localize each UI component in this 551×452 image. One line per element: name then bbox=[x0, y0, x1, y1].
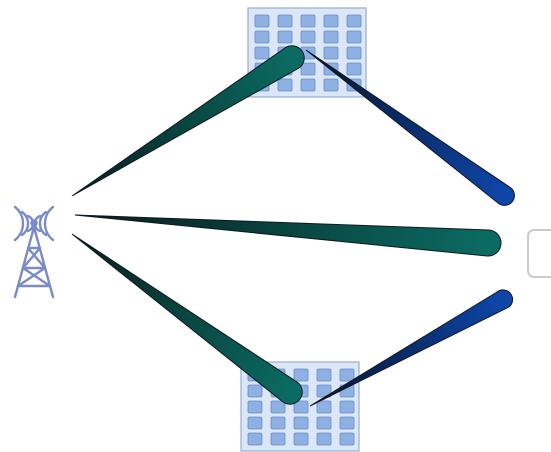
reflective-element bbox=[300, 30, 316, 44]
reflective-element bbox=[247, 400, 263, 414]
reflective-element bbox=[339, 432, 355, 446]
reflective-element bbox=[270, 432, 286, 446]
reflective-element bbox=[293, 368, 309, 382]
reflective-element bbox=[300, 78, 316, 92]
reflective-element bbox=[293, 432, 309, 446]
reflective-element bbox=[346, 62, 362, 76]
reflective-element bbox=[247, 416, 263, 430]
beam-ris-bottom-to-receiver bbox=[309, 289, 514, 407]
reflective-element bbox=[254, 46, 270, 60]
reflective-element bbox=[247, 432, 263, 446]
reflective-element bbox=[254, 30, 270, 44]
reflective-element bbox=[293, 400, 309, 414]
reflective-element bbox=[316, 432, 332, 446]
reflective-element bbox=[316, 400, 332, 414]
reflective-element bbox=[339, 416, 355, 430]
reflective-element bbox=[254, 14, 270, 28]
reflective-element bbox=[339, 368, 355, 382]
reflective-element bbox=[247, 384, 263, 398]
reflective-element bbox=[293, 416, 309, 430]
reflective-element bbox=[277, 14, 293, 28]
reflective-element bbox=[339, 400, 355, 414]
reflective-element bbox=[323, 78, 339, 92]
reflective-element bbox=[323, 46, 339, 60]
reflective-element bbox=[316, 416, 332, 430]
reflective-element bbox=[346, 30, 362, 44]
reflective-element bbox=[300, 62, 316, 76]
reflective-element bbox=[270, 400, 286, 414]
smartphone-icon bbox=[527, 229, 551, 278]
beam-ris-top-to-receiver bbox=[305, 49, 515, 206]
beam-tower-to-ris-bottom bbox=[71, 233, 303, 405]
reflective-element bbox=[277, 30, 293, 44]
reflective-element bbox=[270, 416, 286, 430]
reflective-element bbox=[277, 78, 293, 92]
reflective-element bbox=[346, 14, 362, 28]
reflective-element bbox=[323, 30, 339, 44]
beam-tower-to-receiver-direct bbox=[74, 214, 502, 257]
reflective-element bbox=[316, 368, 332, 382]
cell-tower-icon bbox=[13, 205, 55, 299]
reflective-element bbox=[300, 14, 316, 28]
reflective-element bbox=[323, 14, 339, 28]
reflective-element bbox=[346, 46, 362, 60]
beam-tower-to-ris-top bbox=[71, 45, 305, 197]
signal-beams bbox=[71, 45, 515, 407]
